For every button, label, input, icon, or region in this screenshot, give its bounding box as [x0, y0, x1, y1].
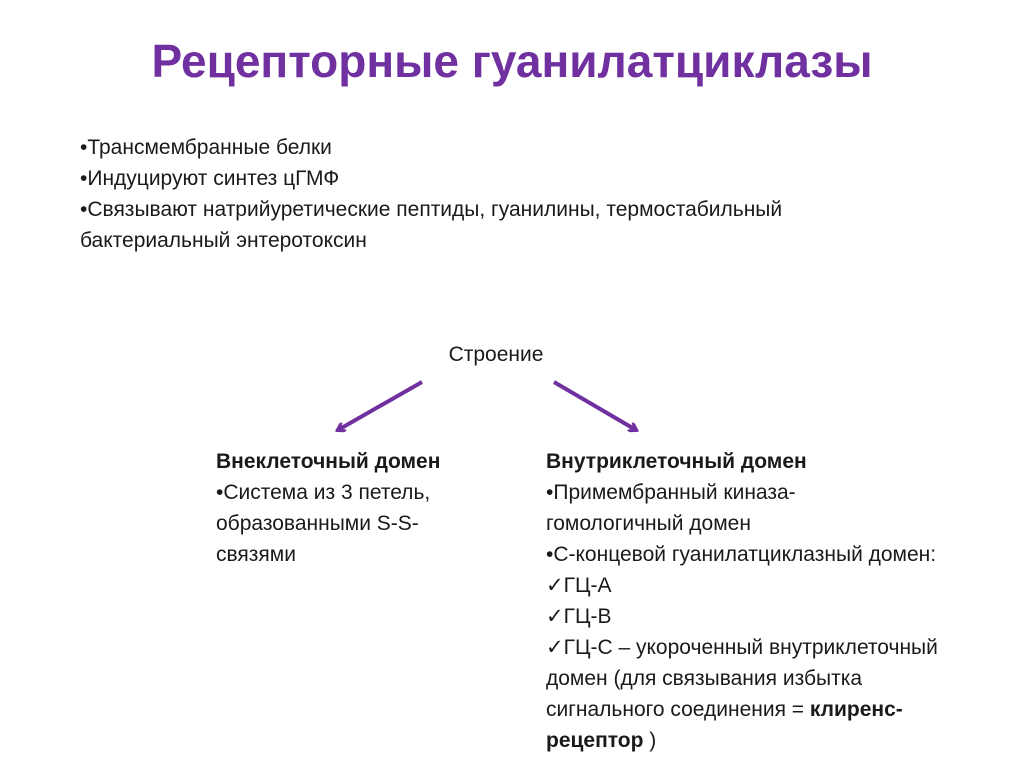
structure-label: Строение — [448, 343, 544, 366]
checklist-item: ✓ГЦ-В — [546, 605, 612, 628]
column-line: рецептор ) — [546, 725, 1006, 756]
column-line: сигнального соединения = клиренс- — [546, 694, 1006, 725]
bullet-item: •Связывают натрийуретические пептиды, гу… — [80, 198, 783, 221]
bullet-item: •Трансмембранные белки — [80, 136, 332, 159]
column-line-text: сигнального соединения = — [546, 698, 810, 721]
column-line: •Примембранный киназа- — [546, 481, 796, 504]
arrow-right — [552, 380, 636, 430]
clearance-receptor-term: клиренс- — [809, 698, 903, 721]
intracellular-domain-heading: Внутриклеточный домен — [546, 450, 807, 473]
checklist-item: ✓ГЦ-А — [546, 574, 612, 597]
checklist-item: ✓ГЦ-С – укороченный внутриклеточный — [546, 636, 938, 659]
clearance-receptor-term-end: рецептор — [546, 729, 644, 752]
column-line-text: ) — [643, 729, 657, 752]
bullet-item: •Индуцируют синтез цГМФ — [80, 167, 340, 190]
arrow-left — [338, 380, 423, 430]
column-line: •С-концевой гуанилатциклазный домен: — [546, 543, 937, 566]
extracellular-domain-column: Внеклеточный домен •Система из 3 петель,… — [216, 446, 516, 570]
slide-title: Рецепторные гуанилатциклазы — [151, 35, 873, 87]
bullet-list: •Трансмембранные белки •Индуцируют синте… — [80, 132, 960, 256]
bullet-item-continuation: бактериальный энтеротоксин — [80, 229, 367, 252]
intracellular-domain-column: Внутриклеточный домен •Примембранный кин… — [546, 446, 1006, 756]
column-line: гомологичный домен — [546, 512, 751, 535]
column-line: связями — [216, 543, 296, 566]
extracellular-domain-heading: Внеклеточный домен — [216, 450, 441, 473]
column-line: домен (для связывания избытка — [546, 667, 863, 690]
column-line: •Система из 3 петель, — [216, 481, 431, 504]
column-line: образованными S-S- — [216, 512, 419, 535]
